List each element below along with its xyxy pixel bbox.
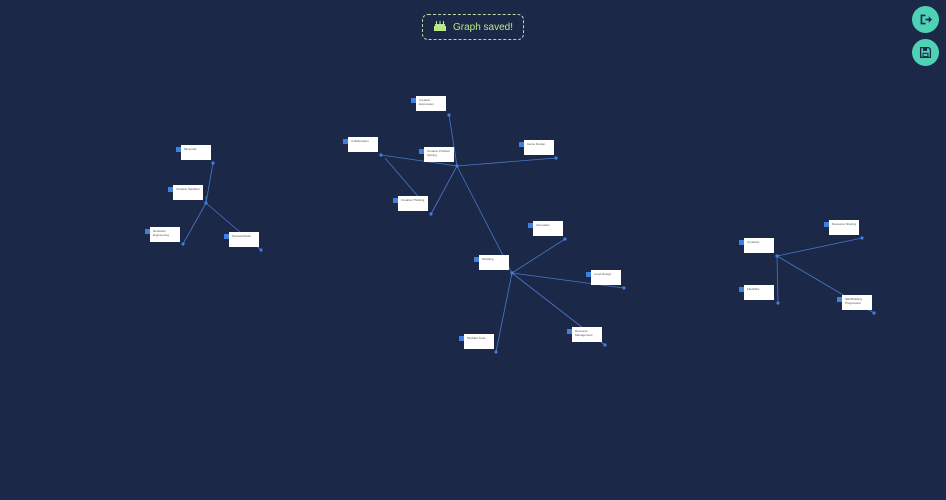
node-label: Flexibility	[747, 287, 760, 291]
node-label: Collaboration	[351, 139, 369, 143]
edge-anchor[interactable]	[447, 113, 451, 117]
edge-anchor[interactable]	[204, 201, 208, 205]
graph-edge	[456, 157, 557, 167]
node-label: Minecraft	[184, 147, 197, 151]
node-label: Modular Tools	[467, 336, 486, 340]
node-handle[interactable]	[837, 297, 842, 302]
node-handle[interactable]	[411, 98, 416, 103]
save-button[interactable]	[912, 39, 939, 66]
edge-anchor[interactable]	[259, 248, 263, 252]
node-label: Creative Expression	[419, 98, 434, 106]
graph-node[interactable]: Minecraft	[181, 145, 211, 160]
node-handle[interactable]	[528, 223, 533, 228]
edge-anchor[interactable]	[379, 153, 383, 157]
graph-edge	[430, 165, 458, 215]
save-icon	[919, 46, 932, 59]
graph-edge	[511, 272, 625, 289]
node-handle[interactable]	[459, 336, 464, 341]
node-handle[interactable]	[586, 272, 591, 277]
graph-node[interactable]: Resource Sharing	[829, 220, 859, 235]
node-handle[interactable]	[474, 257, 479, 262]
graph-node[interactable]: Resource Management	[572, 327, 602, 342]
graph-node[interactable]: Skill Building Progression	[842, 295, 872, 310]
graph-node[interactable]: Creative Problem Solving	[424, 147, 454, 162]
node-label: Redstone Engineering	[153, 229, 170, 237]
node-label: Modding	[482, 257, 494, 261]
graph-node[interactable]: Game Design	[524, 140, 554, 155]
cake-icon	[433, 20, 447, 35]
node-handle[interactable]	[145, 229, 150, 234]
graph-node[interactable]: Creative Expression	[416, 96, 446, 111]
node-handle[interactable]	[224, 234, 229, 239]
edge-anchor[interactable]	[181, 242, 185, 246]
node-label: Level Design	[594, 272, 612, 276]
node-label: Game Design	[527, 142, 546, 146]
node-label: Resource Sharing	[832, 222, 857, 226]
edge-anchor[interactable]	[494, 350, 498, 354]
graph-node[interactable]: Modular Tools	[464, 334, 494, 349]
node-handle[interactable]	[393, 198, 398, 203]
graph-node[interactable]: Collaboration	[348, 137, 378, 152]
graph-edge	[448, 114, 458, 167]
node-label: Resource Management	[575, 329, 593, 337]
edge-anchor[interactable]	[211, 161, 215, 165]
export-icon	[920, 14, 932, 25]
graph-anchors	[181, 113, 876, 354]
graph-edge	[776, 255, 779, 304]
edge-anchor[interactable]	[775, 254, 779, 258]
node-label: Skill Building Progression	[845, 297, 863, 305]
graph-edge	[511, 238, 566, 274]
graph-node[interactable]: Creative Thinking	[398, 196, 428, 211]
graph-node[interactable]: Creativity	[744, 238, 774, 253]
node-handle[interactable]	[519, 142, 524, 147]
edge-anchor[interactable]	[554, 156, 558, 160]
toast-message: Graph saved!	[452, 21, 514, 33]
edge-anchor[interactable]	[860, 236, 864, 240]
node-handle[interactable]	[176, 147, 181, 152]
toast-notification: Graph saved!	[422, 14, 524, 40]
edge-anchor[interactable]	[872, 311, 876, 315]
edge-anchor[interactable]	[455, 164, 459, 168]
node-handle[interactable]	[419, 149, 424, 154]
graph-node[interactable]: Flexibility	[744, 285, 774, 300]
node-label: Survival Mode	[232, 234, 252, 238]
edge-anchor[interactable]	[776, 301, 780, 305]
node-handle[interactable]	[168, 187, 173, 192]
edge-anchor[interactable]	[603, 343, 607, 347]
node-label: Creative Thinking	[401, 198, 425, 202]
graph-node[interactable]: Innovation	[533, 221, 563, 236]
node-handle[interactable]	[824, 222, 829, 227]
edge-anchor[interactable]	[563, 237, 567, 241]
graph-node[interactable]: Creative Sandbox	[173, 185, 203, 200]
node-label: Innovation	[536, 223, 550, 227]
graph-node[interactable]: Modding	[479, 255, 509, 270]
export-button[interactable]	[912, 6, 939, 33]
graph-edge	[205, 162, 214, 204]
node-label: Creative Sandbox	[176, 187, 200, 191]
graph-edge	[776, 237, 863, 257]
graph-node[interactable]: Redstone Engineering	[150, 227, 180, 242]
node-handle[interactable]	[739, 240, 744, 245]
graph-edge	[380, 154, 458, 167]
node-handle[interactable]	[567, 329, 572, 334]
node-label: Creativity	[747, 240, 760, 244]
edge-anchor[interactable]	[510, 271, 514, 275]
edge-anchor[interactable]	[622, 286, 626, 290]
node-handle[interactable]	[739, 287, 744, 292]
graph-node[interactable]: Level Design	[591, 270, 621, 285]
graph-node[interactable]: Survival Mode	[229, 232, 259, 247]
graph-edge	[495, 272, 513, 353]
node-label: Creative Problem Solving	[427, 149, 451, 157]
node-handle[interactable]	[343, 139, 348, 144]
edge-anchor[interactable]	[429, 212, 433, 216]
graph-edge	[182, 202, 207, 245]
